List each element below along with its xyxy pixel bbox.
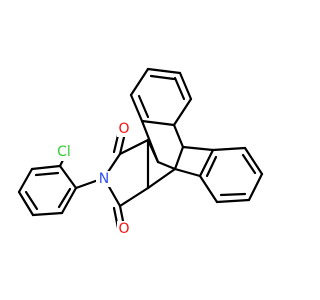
bond <box>173 167 202 178</box>
bond <box>17 190 35 217</box>
bond <box>118 186 150 208</box>
bond <box>247 172 264 202</box>
chlorine-label: Cl <box>57 144 71 160</box>
bicyclic-core <box>140 119 215 190</box>
double-bond-inner <box>149 74 176 81</box>
bond <box>172 97 193 127</box>
double-bond-inner <box>241 153 257 175</box>
molecule-structure: Cl O O N <box>17 67 264 237</box>
double-bond-inner <box>57 187 72 209</box>
double-bond-inner <box>173 76 186 101</box>
bond <box>58 164 78 190</box>
oxygen-label-bottom: O <box>118 221 129 237</box>
bond <box>146 167 177 190</box>
double-bond-inner <box>137 94 150 119</box>
atom-o-bottom: O <box>117 221 131 237</box>
double-bond-inner <box>24 190 39 211</box>
bond <box>129 67 150 97</box>
bond <box>146 67 182 75</box>
bond <box>146 138 160 164</box>
benzene-ring-right <box>198 146 264 204</box>
oxygen-label-top: O <box>118 121 129 137</box>
bond <box>129 93 144 123</box>
bond <box>198 174 219 204</box>
atom-cl: Cl <box>53 143 75 161</box>
nitrogen-label: N <box>99 171 109 187</box>
double-bond-inner <box>219 192 247 197</box>
chlorophenyl-ring <box>17 158 106 217</box>
benzene-ring-top <box>129 67 193 127</box>
bond <box>178 71 193 101</box>
bond <box>173 145 185 171</box>
bond <box>181 145 215 152</box>
atom-n: N <box>96 171 112 187</box>
bond <box>211 146 247 152</box>
bond <box>198 148 215 178</box>
structure-canvas: Cl O O N <box>17 67 264 237</box>
bond <box>172 123 185 149</box>
bond <box>156 160 177 171</box>
double-bond-inner <box>34 171 60 177</box>
atom-o-top: O <box>117 121 131 137</box>
bond <box>17 167 34 194</box>
bond <box>31 211 64 217</box>
bond <box>243 146 264 176</box>
bond <box>215 198 251 204</box>
bond <box>30 164 62 171</box>
bond <box>140 119 176 127</box>
bond <box>60 186 78 215</box>
bond <box>118 138 150 156</box>
double-bond-inner <box>205 155 218 178</box>
